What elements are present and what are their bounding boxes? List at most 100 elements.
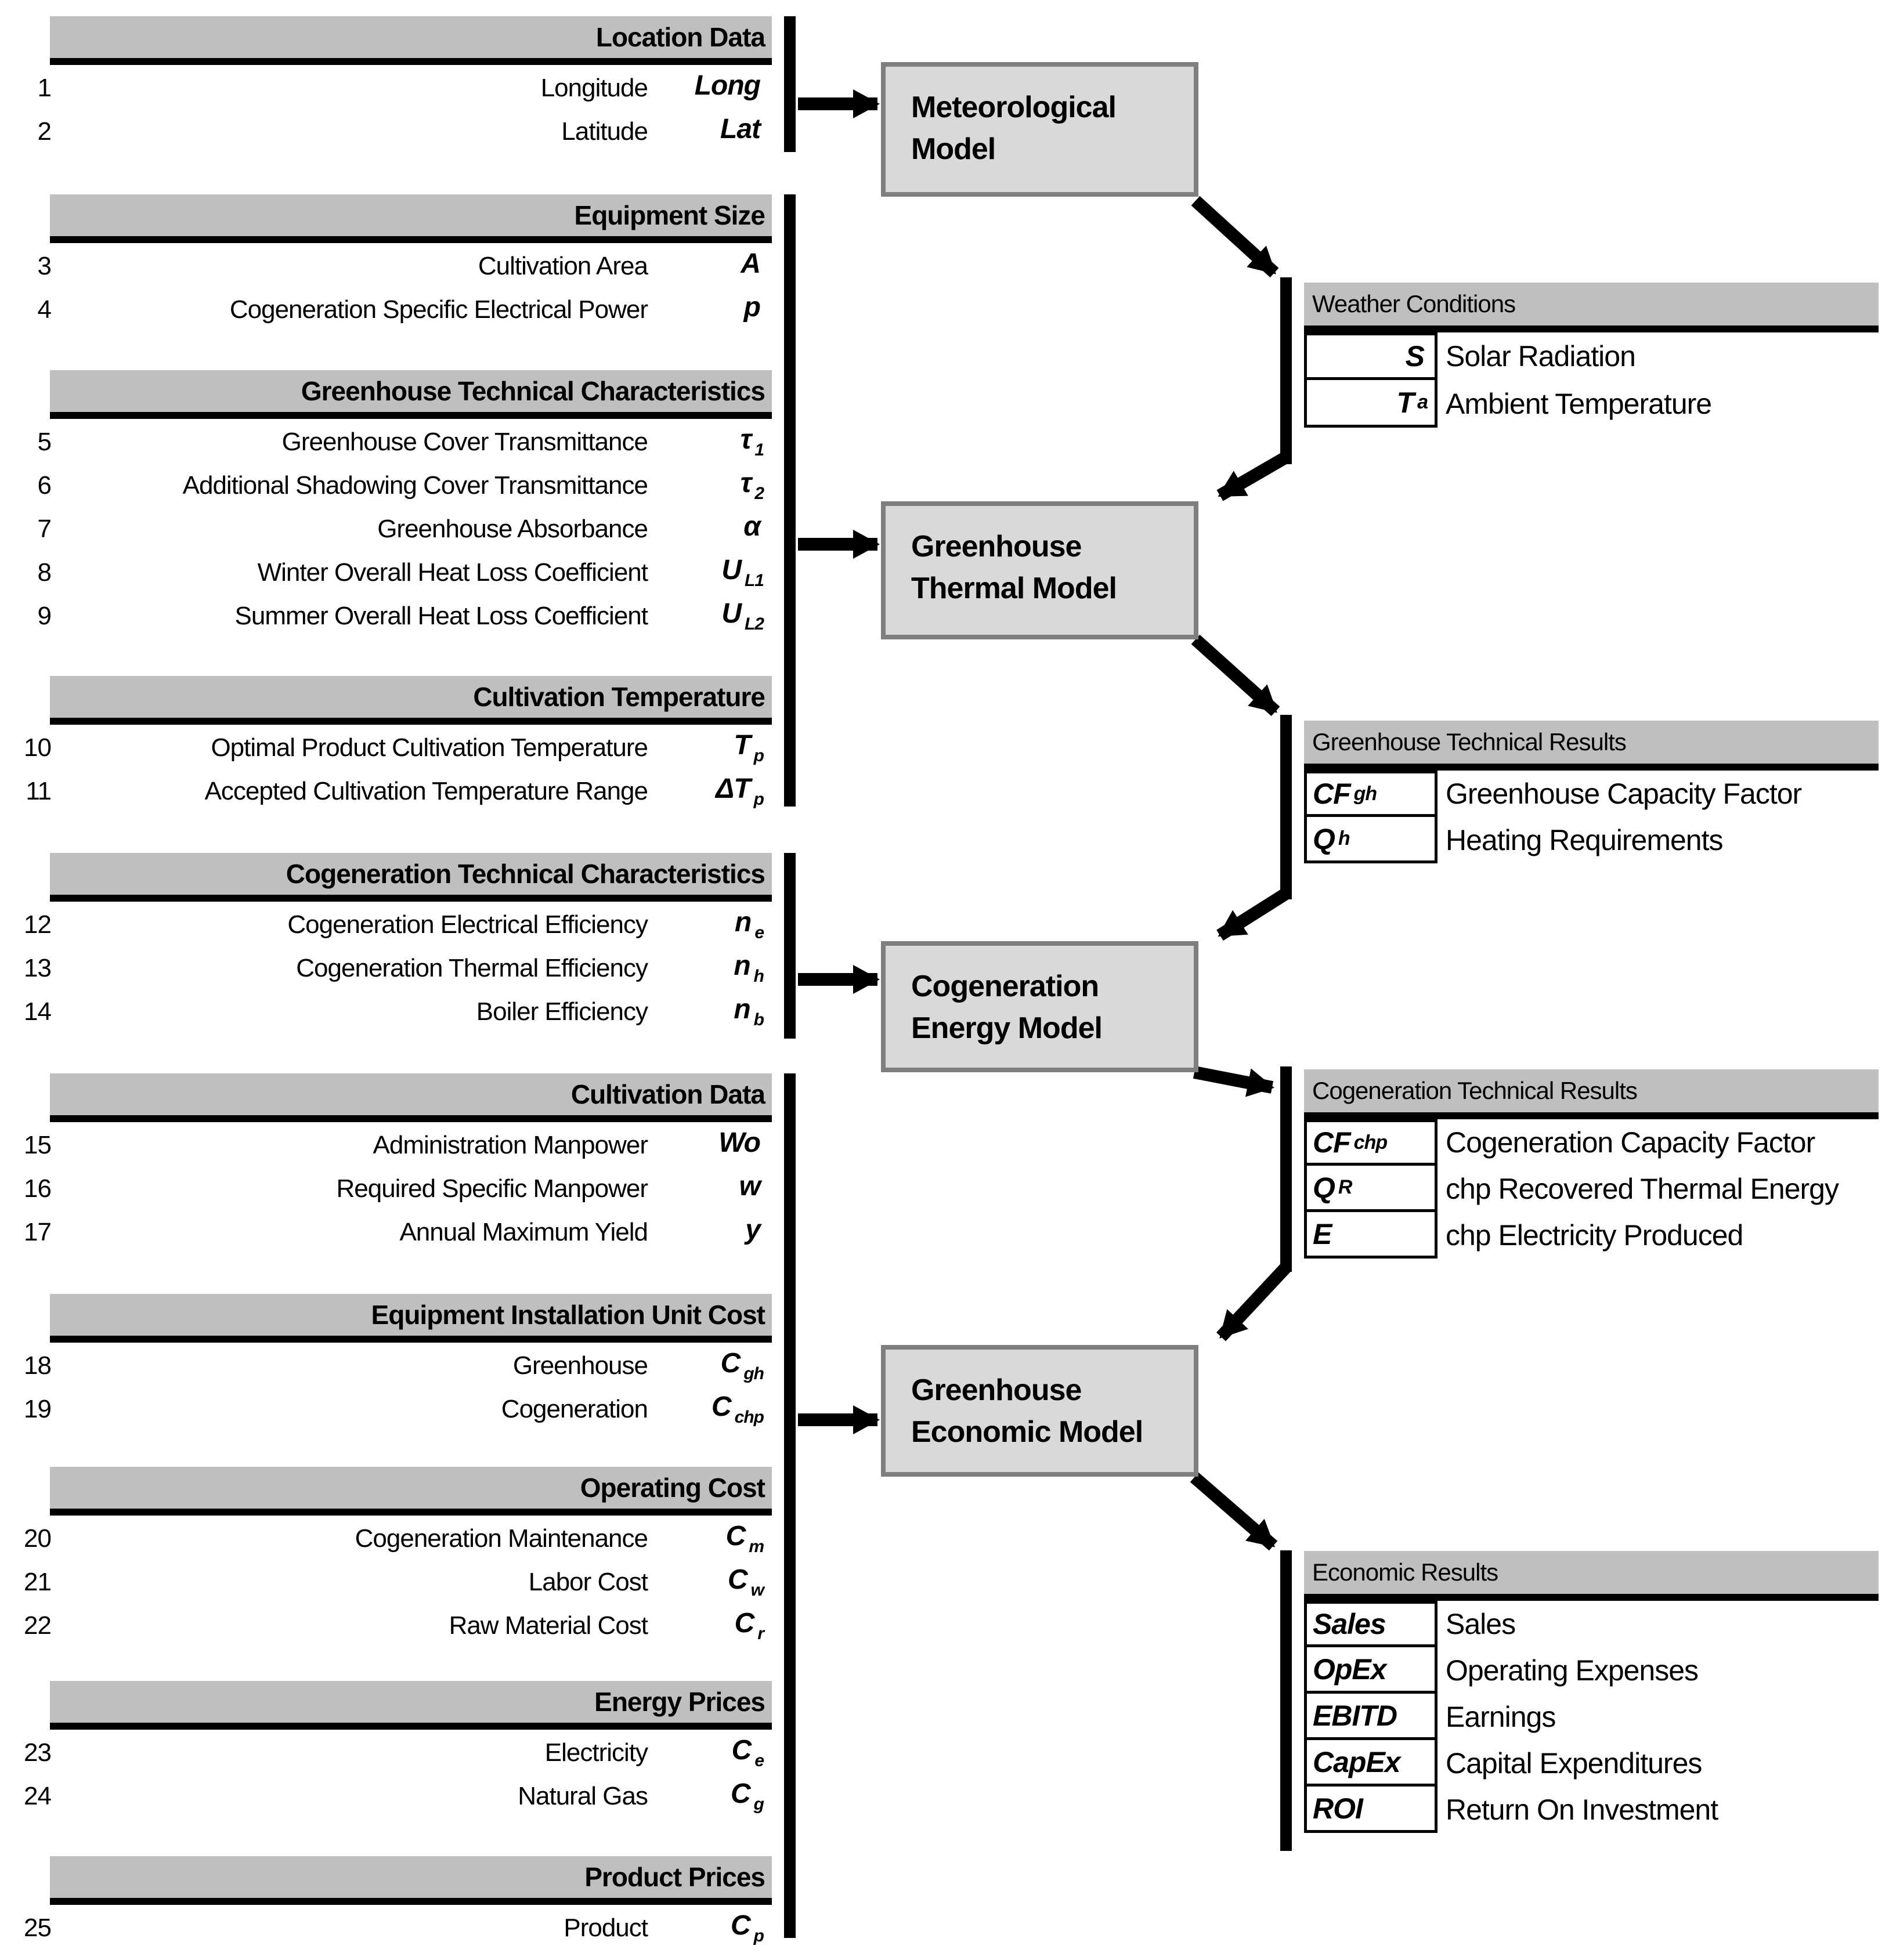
input-row: 17 Annual Maximum Yield y	[0, 1210, 772, 1254]
row-number: 20	[24, 1524, 52, 1553]
input-bus-thermal	[784, 194, 796, 807]
header-rule	[1304, 1594, 1879, 1601]
group-header: Cultivation Data	[50, 1073, 772, 1115]
output-row: ROI Return On Investment	[1304, 1784, 1879, 1833]
row-number: 14	[24, 997, 52, 1026]
output-row: S Solar Radiation	[1304, 332, 1879, 380]
row-label: Winter Overall Heat Loss Coefficient	[257, 558, 648, 587]
row-number: 24	[24, 1781, 52, 1810]
row-number: 4	[37, 295, 52, 324]
row-symbol: w	[739, 1171, 761, 1202]
arrow-gh-results-to-energy	[1216, 888, 1290, 941]
row-symbol: y	[745, 1214, 761, 1245]
output-symbol: E	[1304, 1209, 1437, 1259]
model-title-line: Economic Model	[911, 1415, 1143, 1449]
row-label: Electricity	[544, 1738, 648, 1767]
row-label: Cogeneration	[501, 1394, 648, 1423]
group-header: Energy Prices	[50, 1681, 772, 1723]
output-description: Capital Expenditures	[1446, 1747, 1702, 1780]
header-rule	[50, 412, 772, 419]
model-title-line: Thermal Model	[911, 572, 1117, 605]
row-symbol: p	[743, 292, 761, 323]
group-header: Cogeneration Technical Characteristics	[50, 853, 772, 895]
row-number: 9	[37, 601, 52, 630]
group-title: Cultivation Data	[570, 1079, 765, 1109]
row-label: Longitude	[540, 73, 648, 102]
output-description: Solar Radiation	[1446, 340, 1636, 373]
group-header: Cultivation Temperature	[50, 676, 772, 718]
group-title: Operating Cost	[580, 1473, 765, 1503]
group-title: Equipment Installation Unit Cost	[371, 1300, 765, 1330]
output-symbol: Sales	[1304, 1601, 1437, 1647]
header-rule	[1304, 764, 1879, 771]
table-header: Cogeneration Technical Results	[1304, 1069, 1879, 1112]
row-label: Greenhouse Cover Transmittance	[281, 427, 648, 456]
output-description: Ambient Temperature	[1446, 388, 1712, 420]
group-header: Operating Cost	[50, 1467, 772, 1509]
arrow-chp-results-to-economic	[1216, 1263, 1291, 1341]
row-label: Cogeneration Electrical Efficiency	[287, 910, 648, 939]
table-header: Weather Conditions	[1304, 283, 1879, 326]
row-number: 23	[24, 1738, 52, 1767]
row-label: Natural Gas	[518, 1781, 648, 1810]
input-row: 7 Greenhouse Absorbance α	[0, 507, 772, 551]
input-row: 1 Longitude Long	[0, 66, 772, 110]
output-description: Cogeneration Capacity Factor	[1446, 1126, 1815, 1159]
row-label: Greenhouse Absorbance	[377, 514, 648, 543]
group-header: Product Prices	[50, 1856, 772, 1898]
model-box-greenhouse-economic: Greenhouse Economic Model	[881, 1345, 1198, 1477]
row-label: Cultivation Area	[478, 251, 648, 280]
output-description: chp Electricity Produced	[1446, 1219, 1743, 1252]
arrow-weather-to-thermal	[1216, 451, 1290, 501]
row-number: 15	[24, 1130, 52, 1159]
row-label: Cogeneration Thermal Efficiency	[296, 953, 648, 982]
header-rule	[50, 1509, 772, 1516]
header-rule	[1304, 326, 1879, 332]
input-row: 3 Cultivation Area A	[0, 244, 772, 288]
group-header: Location Data	[50, 16, 772, 58]
model-title-line: Cogeneration	[911, 970, 1099, 1003]
output-symbol: ROI	[1304, 1784, 1437, 1833]
row-number: 21	[24, 1567, 52, 1596]
output-row: EBITD Earnings	[1304, 1691, 1879, 1740]
group-title: Product Prices	[584, 1862, 765, 1892]
row-number: 3	[37, 251, 52, 280]
output-description: Operating Expenses	[1446, 1654, 1699, 1687]
header-rule	[50, 58, 772, 65]
input-row: 11 Accepted Cultivation Temperature Rang…	[0, 769, 772, 813]
header-rule	[50, 1898, 772, 1905]
row-label: Latitude	[561, 117, 648, 146]
row-label: Administration Manpower	[373, 1130, 648, 1159]
row-label: Boiler Efficiency	[476, 997, 648, 1026]
table-header: Greenhouse Technical Results	[1304, 721, 1879, 764]
group-header: Greenhouse Technical Characteristics	[50, 370, 772, 412]
output-symbol: CapEx	[1304, 1737, 1437, 1787]
output-bus-gh-results	[1280, 715, 1292, 899]
row-number: 19	[24, 1394, 52, 1423]
row-label: Product	[564, 1913, 648, 1942]
output-row: OpEx Operating Expenses	[1304, 1644, 1879, 1694]
row-number: 16	[24, 1174, 52, 1203]
group-title: Greenhouse Technical Characteristics	[301, 376, 765, 406]
